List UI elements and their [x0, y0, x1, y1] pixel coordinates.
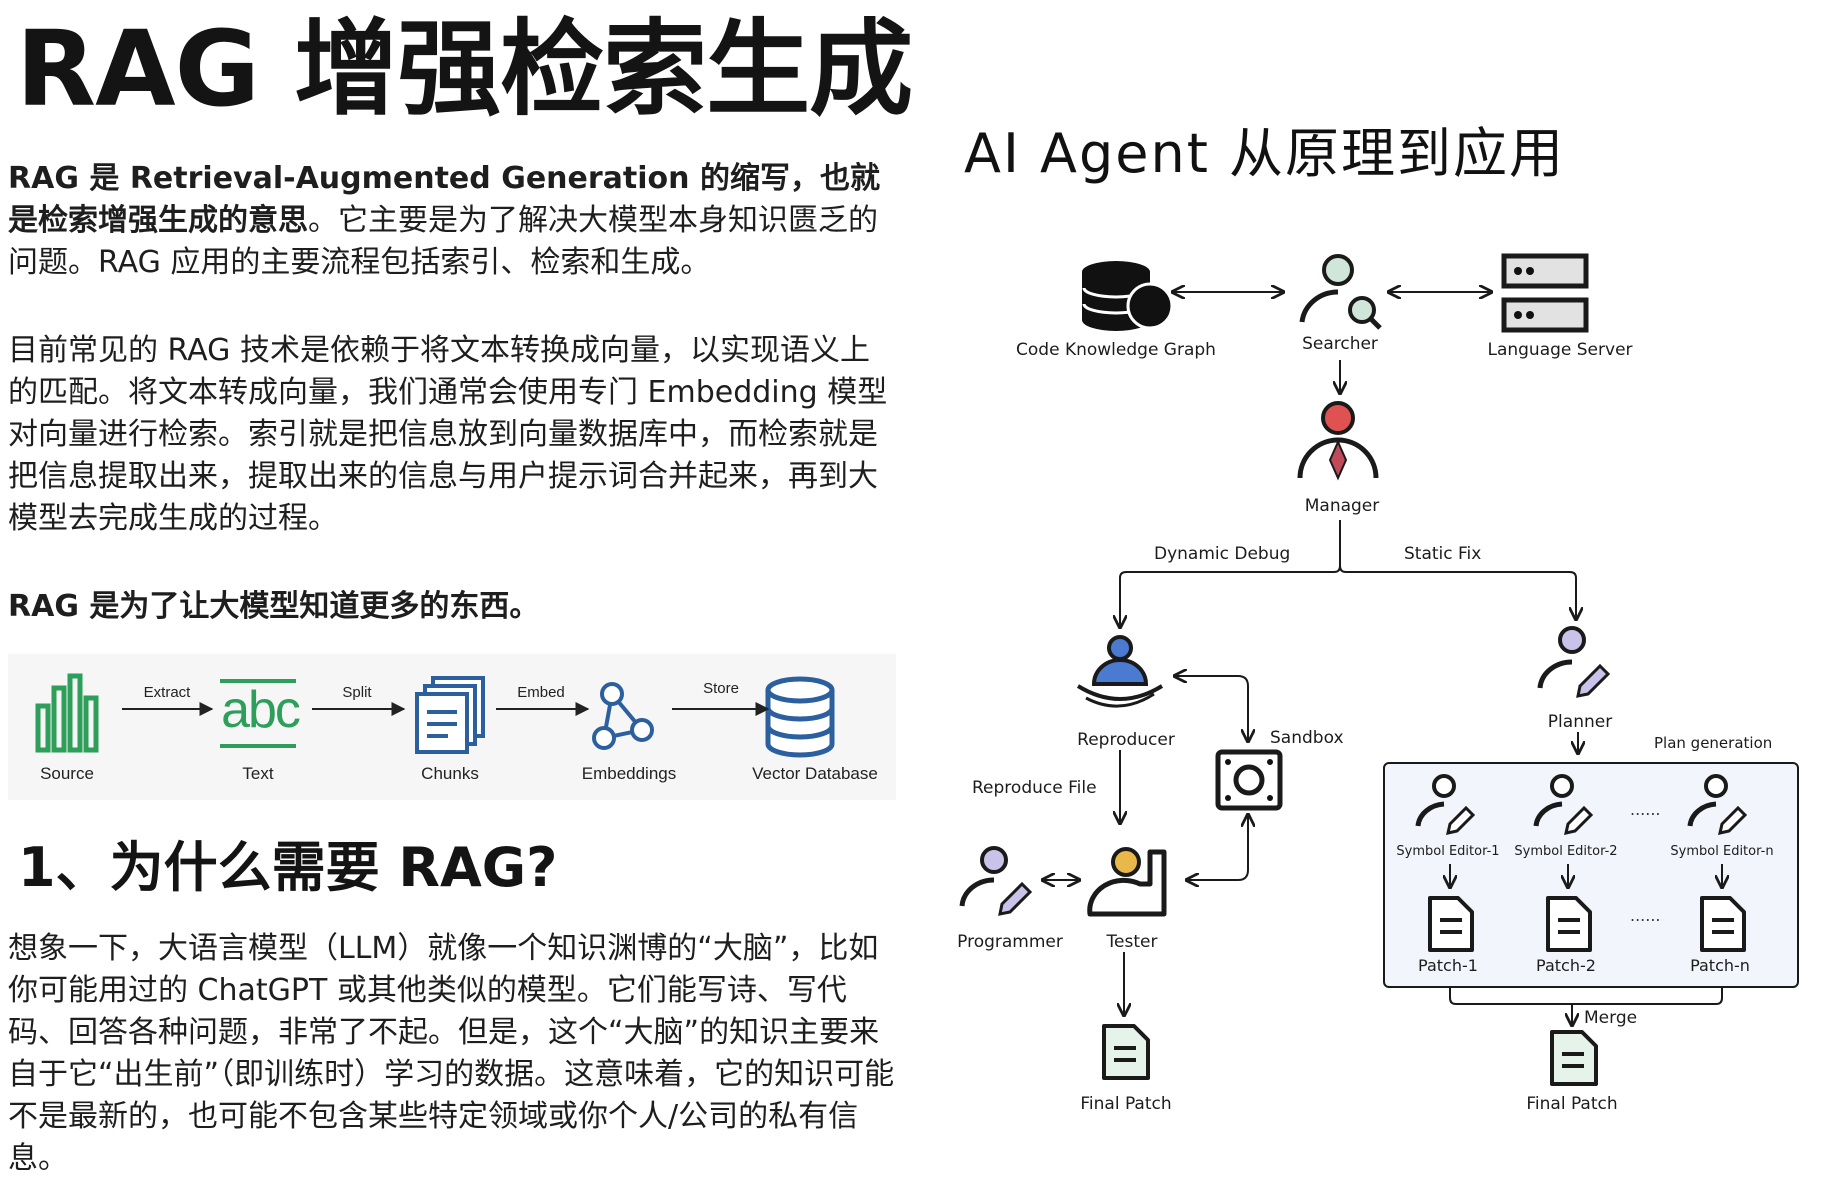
node-label-code-knowledge-graph: Code Knowledge Graph	[1016, 340, 1216, 360]
node-label-language-server: Language Server	[1487, 340, 1633, 360]
step-label-embed: Embed	[517, 684, 565, 701]
summary-paragraph: RAG 是为了让大模型知道更多的东西。	[8, 589, 540, 624]
reproducer-person-icon	[1076, 635, 1164, 708]
section-heading: 1、为什么需要 RAG?	[18, 836, 558, 899]
diagram-title: AI Agent 从原理到应用	[964, 122, 1566, 185]
manager-person-icon	[1297, 401, 1379, 481]
tester-sandbox-arrow	[1188, 816, 1248, 880]
editor-label-n: Symbol Editor-n	[1670, 844, 1774, 859]
stage-label-embeddings: Embeddings	[581, 764, 677, 783]
static-fix-line	[1339, 565, 1576, 618]
rag-pipeline-figure: abc Source Text Chunks Embeddings Vector…	[8, 654, 896, 800]
node-label-planner: Planner	[1547, 712, 1613, 732]
editor-label-2: Symbol Editor-2	[1514, 844, 1618, 859]
final-patch-left-icon	[1102, 1024, 1150, 1080]
editor-label-1: Symbol Editor-1	[1396, 844, 1500, 859]
node-label-manager: Manager	[1304, 496, 1380, 516]
intro-bold-text: RAG 是 Retrieval-Augmented Generation 的缩写…	[8, 161, 880, 238]
chunks-icon	[415, 676, 485, 754]
node-label-final-patch-left: Final Patch	[1080, 1094, 1172, 1114]
why-rag-paragraph: 想象一下，大语言模型（LLM）就像一个知识渊博的“大脑”，比如你可能用过的 Ch…	[8, 931, 895, 1176]
reproducer-sandbox-arrow	[1176, 676, 1248, 740]
symbol-editor-1-icon	[1415, 774, 1476, 835]
patch-n-icon	[1700, 896, 1746, 952]
stage-label-source: Source	[40, 764, 94, 783]
final-patch-right-icon	[1550, 1030, 1598, 1086]
source-icon	[35, 673, 99, 753]
tester-person-icon	[1087, 847, 1167, 917]
edge-label-plan-generation: Plan generation	[1654, 734, 1773, 752]
server-icon	[1501, 253, 1589, 333]
sandbox-icon	[1215, 749, 1283, 811]
stage-label-text: Text	[242, 764, 274, 783]
pipeline-svg	[35, 673, 835, 758]
database-icon	[1082, 261, 1174, 331]
agent-workflow-svg	[959, 253, 1748, 1086]
edge-label-merge: Merge	[1584, 1008, 1638, 1028]
node-label-sandbox: Sandbox	[1270, 728, 1344, 748]
node-label-programmer: Programmer	[957, 932, 1063, 952]
text-icon	[220, 679, 296, 748]
programmer-person-icon	[959, 846, 1033, 916]
edge-label-reproduce-file: Reproduce File	[972, 778, 1097, 798]
intro-paragraph: RAG 是 Retrieval-Augmented Generation 的缩写…	[8, 158, 898, 284]
step-label-extract: Extract	[143, 684, 191, 701]
editor-ellipsis: ......	[1630, 800, 1661, 819]
patch-label-2: Patch-2	[1536, 956, 1596, 975]
searcher-person-icon	[1299, 254, 1382, 330]
embeddings-icon	[592, 682, 654, 750]
node-label-final-patch-right: Final Patch	[1526, 1094, 1618, 1114]
step-label-store: Store	[703, 680, 739, 697]
symbol-editor-n-icon	[1687, 774, 1748, 835]
step-label-split: Split	[342, 684, 372, 701]
patch-ellipsis: ......	[1630, 906, 1661, 925]
edge-label-static-fix: Static Fix	[1404, 544, 1482, 564]
edge-label-dynamic-debug: Dynamic Debug	[1154, 544, 1291, 564]
manager-branch-line	[1120, 520, 1341, 626]
article-title: RAG 增强检索生成	[16, 8, 913, 130]
stage-label-vector-database: Vector Database	[752, 764, 878, 783]
node-label-reproducer: Reproducer	[1077, 730, 1175, 750]
intro-rest-text: 。它主要是为了解决大模型本身知识匮乏的问题。RAG 应用的主要流程包括索引、检索…	[8, 203, 878, 280]
stage-label-chunks: Chunks	[421, 764, 479, 783]
node-label-tester: Tester	[1106, 932, 1158, 952]
text-icon-glyph: abc	[221, 681, 301, 739]
technique-paragraph: 目前常见的 RAG 技术是依赖于将文本转换成向量，以实现语义上的匹配。将文本转成…	[8, 333, 888, 536]
patch-label-n: Patch-n	[1690, 956, 1750, 975]
patch-2-icon	[1546, 896, 1592, 952]
planner-person-icon	[1537, 626, 1611, 698]
vector-database-icon	[765, 676, 835, 758]
patch-1-icon	[1428, 896, 1474, 952]
symbol-editor-2-icon	[1533, 774, 1594, 835]
node-label-searcher: Searcher	[1302, 334, 1378, 354]
merge-bracket	[1449, 988, 1723, 1005]
patch-label-1: Patch-1	[1418, 956, 1478, 975]
